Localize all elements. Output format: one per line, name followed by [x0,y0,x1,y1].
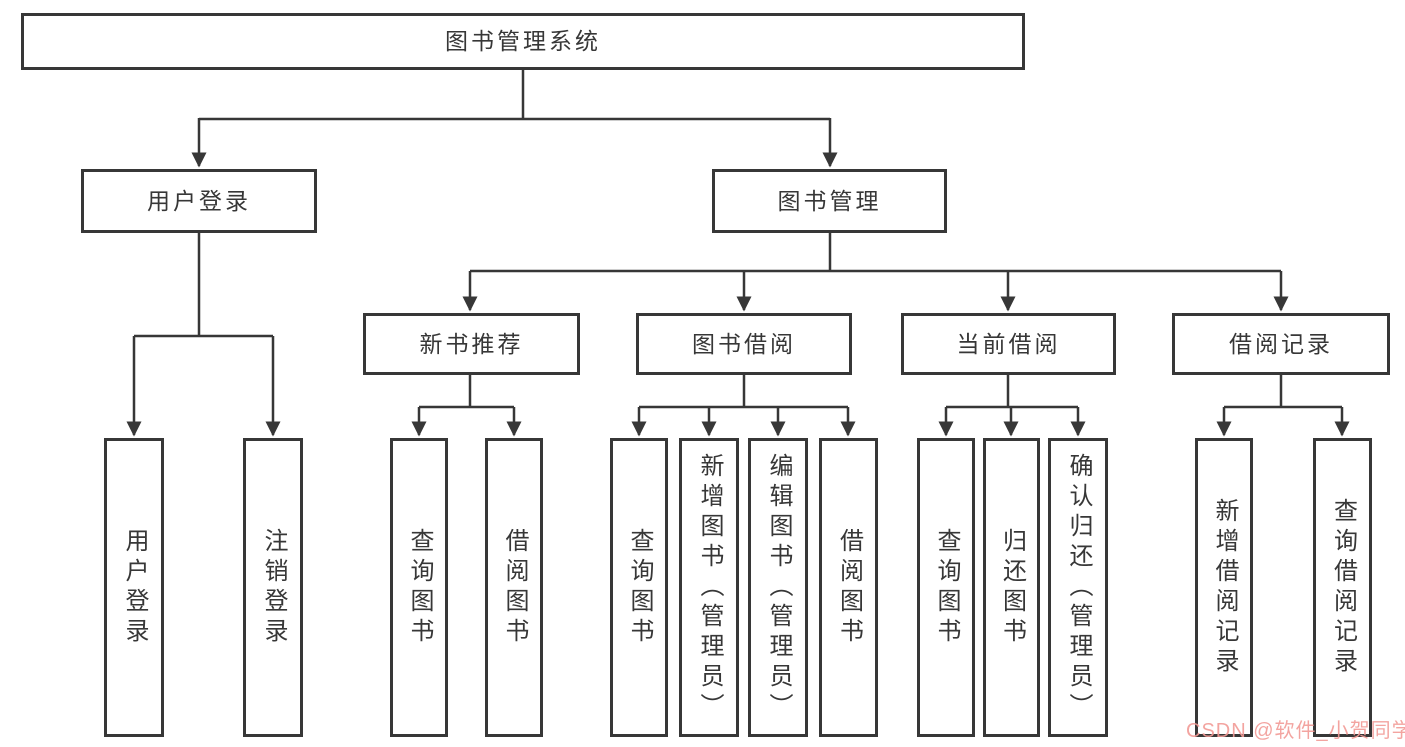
leaf-add-borrow-record: 新增借阅记录 [1195,438,1253,737]
node-book-management: 图书管理 [712,169,947,233]
leaf-query-books-current: 查询图书 [917,438,975,737]
user-login-edges [126,233,281,437]
node-book-borrow-label: 图书借阅 [692,330,796,357]
node-current-borrow: 当前借阅 [901,313,1116,375]
leaf-add-book-admin-label: 新增图书（管理员） [696,452,723,723]
leaf-add-borrow-record-label: 新增借阅记录 [1211,497,1238,678]
book-management-edges [462,233,1289,312]
leaf-logout: 注销登录 [243,438,303,737]
node-new-book-recommend: 新书推荐 [363,313,580,375]
leaf-query-books-current-label: 查询图书 [933,527,960,648]
leaf-edit-book-admin: 编辑图书（管理员） [748,438,808,737]
leaf-confirm-return-admin-label: 确认归还（管理员） [1065,452,1092,723]
node-user-login-label: 用户登录 [147,187,251,214]
leaf-query-books-recommend: 查询图书 [390,438,448,737]
node-root-label: 图书管理系统 [445,28,601,54]
current-borrow-edges [938,375,1086,437]
new-book-recommend-edges [411,375,522,437]
leaf-query-books-borrow: 查询图书 [610,438,668,737]
leaf-edit-book-admin-label: 编辑图书（管理员） [765,452,792,723]
node-book-borrow: 图书借阅 [636,313,852,375]
leaf-return-books-label: 归还图书 [998,527,1026,648]
leaf-logout-label: 注销登录 [260,527,287,648]
leaf-user-login: 用户登录 [104,438,164,737]
leaf-borrow-books-recommend: 借阅图书 [485,438,543,737]
leaf-return-books: 归还图书 [983,438,1040,737]
book-borrow-edges [631,375,856,437]
leaf-user-login-label: 用户登录 [121,527,148,648]
node-current-borrow-label: 当前借阅 [956,330,1061,357]
node-new-book-recommend-label: 新书推荐 [419,330,524,357]
leaf-add-book-admin: 新增图书（管理员） [679,438,739,737]
node-borrow-records-label: 借阅记录 [1229,330,1333,357]
leaf-borrow-books-label: 借阅图书 [835,527,863,648]
leaf-query-borrow-record-label: 查询借阅记录 [1329,497,1357,678]
leaf-borrow-books: 借阅图书 [819,438,878,737]
leaf-query-books-recommend-label: 查询图书 [406,527,433,648]
node-user-login: 用户登录 [81,169,317,233]
root-to-level2-edges [191,70,838,168]
node-book-management-label: 图书管理 [777,187,882,214]
leaf-query-books-borrow-label: 查询图书 [626,527,653,648]
csdn-watermark: CSDN @软件_小贺同学 [1186,720,1405,742]
leaf-confirm-return-admin: 确认归还（管理员） [1048,438,1108,737]
node-root: 图书管理系统 [21,13,1025,70]
leaf-borrow-books-recommend-label: 借阅图书 [501,527,528,648]
leaf-query-borrow-record: 查询借阅记录 [1313,438,1372,737]
node-borrow-records: 借阅记录 [1172,313,1390,375]
borrow-records-edges [1216,375,1350,437]
